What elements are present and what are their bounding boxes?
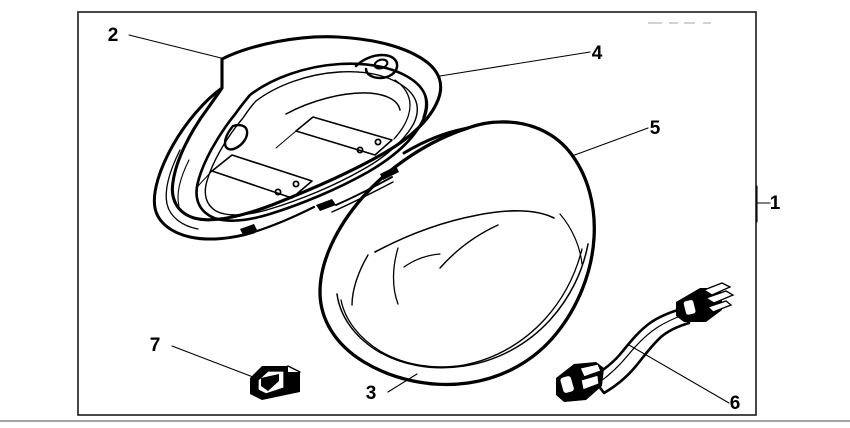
callout-3-number[interactable]: 3 [366,383,377,404]
callout-5[interactable]: 5 [571,118,661,157]
buckle-upper-slot [682,298,697,316]
lid-plate-upper-rivet-1 [374,138,382,146]
part-clip-retainer [250,365,301,400]
strap-buckle-lower [556,362,604,402]
lid-interior-contour-2 [393,79,411,140]
lid-left-highlight [165,149,199,230]
callout-1-number[interactable]: 1 [770,193,781,214]
callout-5-number[interactable]: 5 [650,118,661,139]
cushion-outer-outline [318,120,596,387]
lid-mounting-plate-lower [211,154,313,199]
buckle-upper-prong-2 [704,290,735,304]
cushion-crease-left [351,254,369,306]
callout-3-leader-line [387,373,418,393]
lid-plate-lower-rivet-1 [292,180,300,188]
callout-1[interactable]: 1 [756,185,781,223]
callout-4[interactable]: 4 [439,43,603,77]
callout-2-leader-line [128,34,222,59]
buckle-upper-prong-3 [706,300,733,313]
lid-hinge-arm [335,176,393,206]
callout-2[interactable]: 2 [108,25,222,59]
lid-plate-lower-rivet-2 [274,188,282,196]
lid-plate-upper-rivet-2 [356,146,364,154]
buckle-upper-prong-1 [702,282,732,296]
cushion-shade-right [559,213,583,265]
callout-2-number[interactable]: 2 [108,25,119,46]
callout-7-number[interactable]: 7 [150,335,161,356]
lid-lower-left-edge [252,205,316,234]
clip-tongue [261,374,279,391]
buckle-lower-slot [559,374,576,395]
lid-inner-catch-hook [223,123,249,151]
part-case-body-cushion [318,120,596,387]
strap-webbing [590,307,691,395]
strap-buckle-upper [676,282,735,322]
cushion-top-shoulder [402,126,470,155]
buckle-lower-lip-1 [579,363,602,378]
lid-mounting-plate-upper [295,116,393,156]
cushion-welt-line-1 [336,243,589,369]
callout-5-leader-line [571,127,649,157]
strap-fold-line [597,314,684,384]
callout-6[interactable]: 6 [628,344,741,414]
callout-labels: 1 2 3 4 5 6 7 [108,25,781,414]
callout-7-leader-line [171,345,254,378]
callout-4-leader-line [439,51,591,77]
cushion-welt-line-2 [340,248,583,368]
callout-6-leader-line [628,344,730,404]
cushion-crease-small [403,253,441,268]
lid-left-highlight-2 [177,159,190,207]
buckle-lower-lip-2 [580,374,600,391]
lid-plate-guide-1 [275,130,297,149]
lid-rim-block-3 [240,224,257,235]
clip-top-edge [287,365,301,373]
lid-plate-guide-2 [197,170,213,187]
lid-left-flank [152,86,256,241]
cushion-crease-center [392,247,399,305]
lid-interior-contour-1 [285,92,401,115]
lid-outer-shell [170,35,443,222]
lid-inner-rim-gasket [195,62,429,222]
cushion-crease-right [439,224,499,269]
callout-4-number[interactable]: 4 [592,43,603,64]
lid-interior-contour-3 [419,85,426,118]
lid-latch-hole [373,58,389,70]
lid-latch-recess [354,53,399,80]
illustration-border [77,11,757,416]
callout-3[interactable]: 3 [366,373,418,404]
lid-rim-block-1 [316,199,336,211]
part-retaining-strap [556,282,735,402]
callout-6-number[interactable]: 6 [730,393,741,414]
cushion-crease-main [374,210,555,253]
callout-7[interactable]: 7 [150,335,254,378]
